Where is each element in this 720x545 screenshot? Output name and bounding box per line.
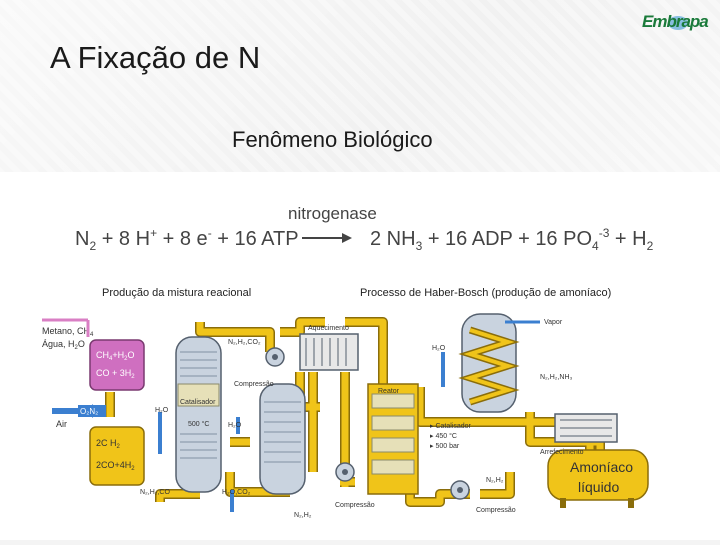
slide-subtitle: Fenômeno Biológico [232, 127, 433, 152]
svg-text:2C H2: 2C H2 [96, 438, 121, 450]
label-n2h2co2: N₂,H₂,CO₂ [228, 339, 261, 346]
label-reator: Reator [378, 388, 400, 395]
label-compressao-2: Compressão [335, 502, 375, 509]
equation-rhs: 2 NH3 + 16 ADP + 16 PO4-3 + H2 [370, 226, 654, 253]
cooler-exchanger [554, 413, 618, 443]
label-n2h2-bottom: N₂,H₂ [294, 512, 312, 519]
label-arrefecimento: Arrefecimento [540, 449, 584, 456]
heat-exchanger-top [299, 333, 359, 371]
label-compressao-1: Compressão [234, 381, 274, 388]
section-left-heading: Produção da mistura reacional [102, 287, 251, 299]
ammonia-tank: Amoníaco líquido [547, 449, 649, 508]
label-n2h2-right: N₂,H₂ [486, 477, 504, 484]
equation-lhs: N2 + 8 H+ + 8 e- + 16 ATP [75, 226, 299, 253]
input-air: Air [56, 419, 67, 429]
section-right-heading: Processo de Haber-Bosch (produção de amo… [360, 287, 611, 299]
compressor-1 [265, 347, 285, 367]
reformer-vessel: CH4+H2O CO + 3H2 [89, 339, 145, 391]
logo-swoosh-shape [668, 16, 688, 30]
embrapa-logo: Embrapa [642, 10, 709, 36]
svg-text:CH4+H2O: CH4+H2O [96, 350, 134, 362]
svg-text:CO + 3H2: CO + 3H2 [96, 368, 135, 380]
logo-text: Embrapa [642, 12, 709, 31]
nitrogen-fixation-figure: nitrogenase N2 + 8 H+ + 8 e- + 16 ATP 2 … [42, 204, 654, 519]
compressor-3 [450, 480, 470, 500]
label-vapor: Vapor [544, 319, 563, 326]
label-n2h2co: N₂,H₂,CO [140, 489, 170, 496]
combustion-vessel: 2C H2 2CO+4H2 [89, 426, 145, 486]
label-n2h2nh3: N₂,H₂,NH₃ [540, 374, 573, 381]
pink-input-arrow [42, 318, 90, 337]
figure-panel: nitrogenase N2 + 8 H+ + 8 e- + 16 ATP 2 … [0, 172, 720, 540]
input-methane: Metano, CH4 [42, 326, 94, 338]
catalyst-column: Catalisador 500 °C [175, 336, 222, 493]
reaction-arrow [302, 233, 352, 243]
o2n2-label: O₂N₂ [80, 407, 98, 416]
enzyme-label: nitrogenase [288, 204, 377, 223]
label-h2o-c: H₂O [432, 345, 446, 352]
label-h2oco2: H₂O,CO₂ [222, 489, 251, 496]
svg-text:2CO+4H2: 2CO+4H2 [96, 460, 135, 472]
compressor-2 [335, 462, 355, 482]
ammonia-label-2: líquido [578, 479, 619, 495]
o2n2-box [78, 405, 106, 417]
label-cat-2: ▸ 450 °C [430, 432, 457, 440]
label-h2o-b: H₂O [228, 422, 242, 429]
svg-text:Catalisador: Catalisador [180, 399, 216, 406]
slide-title: A Fixação de N [50, 40, 261, 75]
label-cat-3: ▸ 500 bar [430, 443, 460, 450]
svg-text:500 °C: 500 °C [188, 420, 209, 428]
label-aquecimento: Aquecimento [308, 325, 349, 332]
label-cat-1: ▸ Catalisador [430, 423, 472, 430]
waste-heat-boiler [458, 313, 520, 413]
separator-column [259, 383, 306, 495]
reactor-vessel [367, 383, 419, 495]
label-h2o-a: H₂O [155, 407, 169, 414]
input-water: Água, H2O [42, 339, 85, 351]
ammonia-label-1: Amoníaco [570, 459, 633, 475]
label-compressao-3: Compressão [476, 507, 516, 514]
